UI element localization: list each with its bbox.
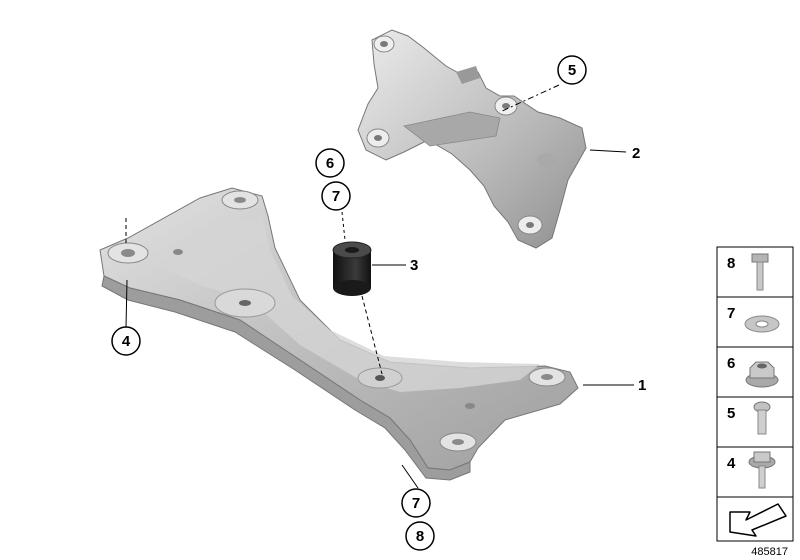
svg-text:7: 7 [727,305,735,322]
svg-text:5: 5 [568,62,576,79]
torx-bolt-icon [753,401,771,435]
svg-text:6: 6 [326,155,334,172]
washer-icon [744,315,780,333]
callout-5: 5 [557,55,587,85]
svg-text:7: 7 [412,495,420,512]
hex-bolt-icon [751,253,769,291]
callout-4: 4 [111,326,141,356]
fastener-legend: 8 7 6 5 4 [716,246,794,542]
svg-text:7: 7 [332,188,340,205]
arrow-direction-icon [729,503,787,537]
svg-text:8: 8 [727,255,735,272]
callout-7-top: 7 [321,181,351,211]
svg-text:4: 4 [727,455,736,472]
svg-text:4: 4 [122,333,131,350]
crossmember [99,187,579,481]
rubber-bushing [332,241,372,296]
label-part-2: 2 [632,145,640,162]
label-part-3: 3 [410,257,418,274]
figure-id: 485817 [751,546,788,558]
svg-text:6: 6 [727,355,735,372]
callout-6: 6 [315,148,345,178]
svg-text:5: 5 [727,405,735,422]
label-part-1: 1 [638,377,646,394]
transmission-mount-bracket [357,29,587,249]
callout-8-bottom: 8 [405,521,435,551]
svg-text:8: 8 [416,528,424,545]
hex-flange-bolt-icon [748,451,776,489]
callout-7-bottom: 7 [401,488,431,518]
leader-lines [125,84,634,489]
flange-nut-icon [745,361,779,388]
